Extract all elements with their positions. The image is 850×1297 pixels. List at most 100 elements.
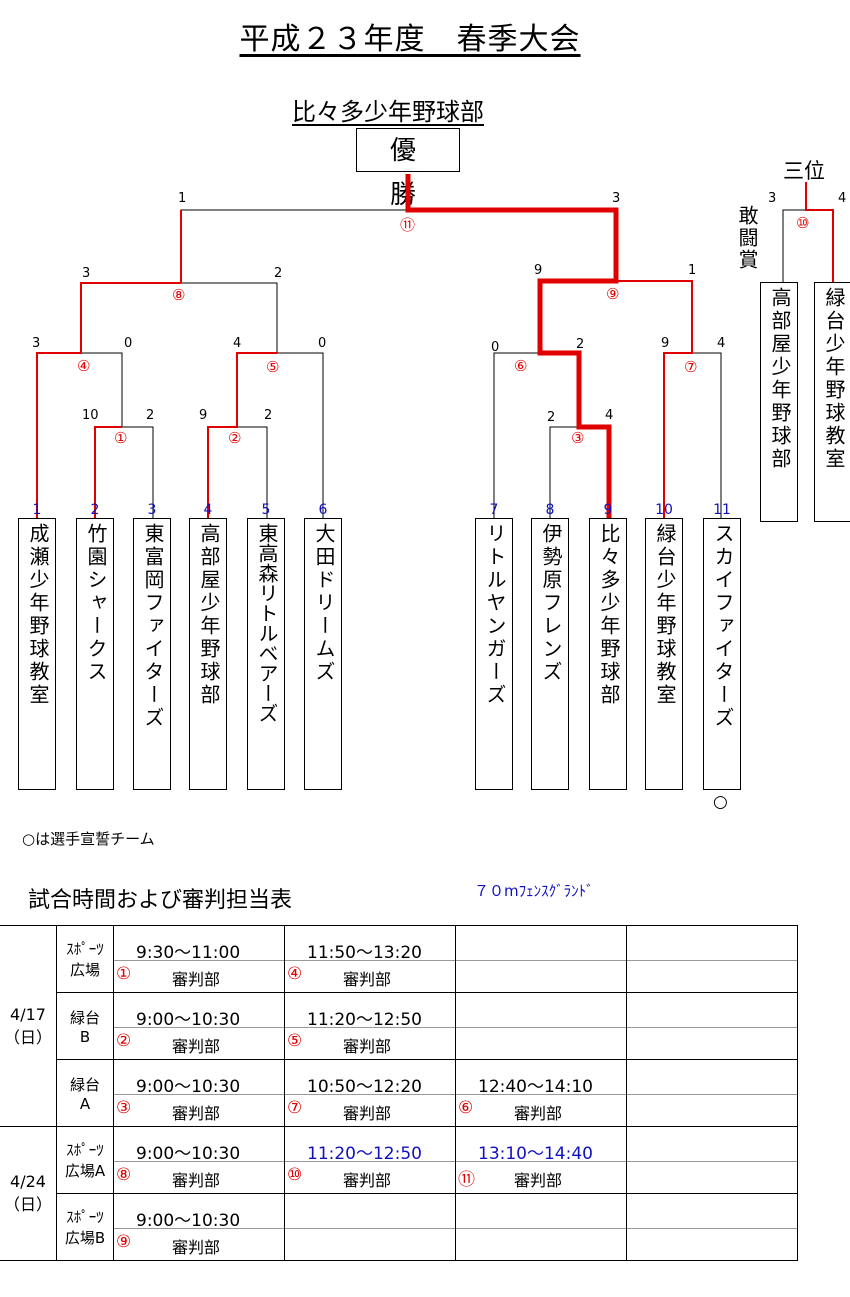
match-number: ⑪ bbox=[400, 216, 416, 234]
team-name: 緑台少年野球教室 bbox=[653, 523, 677, 707]
team-seed: 2 bbox=[90, 502, 100, 518]
slot-cell bbox=[626, 1193, 798, 1261]
team-box: 成瀬少年野球教室 bbox=[18, 518, 56, 790]
score-label: 3 bbox=[768, 191, 777, 206]
score-label: 1 bbox=[688, 263, 697, 278]
score-label: 2 bbox=[264, 408, 273, 423]
team-box: スカイファイターズ bbox=[703, 518, 741, 790]
score-label: 9 bbox=[534, 263, 543, 278]
slot-cell bbox=[284, 1193, 456, 1261]
third-place-team-box: 高部屋少年野球部 bbox=[760, 282, 798, 522]
score-label: 2 bbox=[274, 266, 283, 281]
team-seed: 9 bbox=[603, 502, 613, 518]
score-label: 10 bbox=[82, 408, 99, 423]
score-label: 2 bbox=[146, 408, 155, 423]
date-cell: 4/24 （日） bbox=[0, 1126, 57, 1261]
venue-cell: ｽﾎﾟｰﾂ 広場A bbox=[56, 1126, 114, 1194]
match-number: ⑥ bbox=[514, 357, 528, 375]
score-label: 1 bbox=[178, 191, 187, 206]
team-seed: 5 bbox=[261, 502, 271, 518]
score-label: 9 bbox=[661, 336, 670, 351]
team-name: 高部屋少年野球部 bbox=[768, 287, 792, 471]
match-number: ③ bbox=[571, 429, 585, 447]
host-team: 比々多少年野球部 bbox=[292, 98, 484, 126]
team-name: 東富岡ファイターズ bbox=[141, 523, 165, 730]
date-cell: 4/17 （日） bbox=[0, 925, 57, 1127]
score-label: 0 bbox=[124, 336, 133, 351]
champion-box: 優 勝 bbox=[356, 128, 460, 210]
match-number: ② bbox=[228, 429, 242, 447]
team-seed: 8 bbox=[545, 502, 555, 518]
team-box: 東高森リトルベアーズ bbox=[247, 518, 285, 790]
score-label: 0 bbox=[491, 340, 500, 355]
team-box: 比々多少年野球部 bbox=[589, 518, 627, 790]
team-box: 東富岡ファイターズ bbox=[133, 518, 171, 790]
oath-mark: ○ bbox=[713, 792, 728, 812]
score-label: 3 bbox=[82, 266, 91, 281]
team-name: 比々多少年野球部 bbox=[597, 523, 621, 707]
team-seed: 6 bbox=[318, 502, 328, 518]
bracket-lines bbox=[36, 174, 834, 518]
team-seed: 3 bbox=[147, 502, 157, 518]
venue-cell: 緑台 B bbox=[56, 992, 114, 1060]
match-number: ① bbox=[114, 429, 128, 447]
match-number: ④ bbox=[77, 357, 91, 375]
venue-cell: ｽﾎﾟｰﾂ 広場 bbox=[56, 925, 114, 993]
team-name: 伊勢原フレンズ bbox=[539, 523, 563, 684]
team-seed: 4 bbox=[203, 502, 213, 518]
score-label: 9 bbox=[199, 408, 208, 423]
match-number: ⑧ bbox=[172, 286, 186, 304]
slot-cell bbox=[626, 992, 798, 1060]
score-label: 0 bbox=[318, 336, 327, 351]
score-label: 4 bbox=[233, 336, 242, 351]
team-name: 大田ドリームズ bbox=[312, 523, 336, 684]
team-name: 高部屋少年野球部 bbox=[197, 523, 221, 707]
third-place-team-box: 緑台少年野球教室 bbox=[814, 282, 850, 522]
team-name: 竹園シャークス bbox=[84, 523, 108, 684]
team-seed: 11 bbox=[713, 502, 731, 518]
slot-cell bbox=[626, 1126, 798, 1194]
match-number: ⑤ bbox=[266, 358, 280, 376]
team-name: 緑台少年野球教室 bbox=[822, 287, 846, 471]
team-seed: 1 bbox=[32, 502, 42, 518]
fighting-spirit-label: 敢闘賞 bbox=[735, 205, 759, 271]
field-note: ７０mﾌｪﾝｽｸﾞﾗﾝﾄﾞ bbox=[474, 882, 594, 900]
team-box: 緑台少年野球教室 bbox=[645, 518, 683, 790]
match-number: ⑦ bbox=[684, 358, 698, 376]
schedule-title: 試合時間および審判担当表 bbox=[28, 888, 293, 913]
page-title: 平成２３年度 春季大会 bbox=[239, 22, 581, 57]
team-box: 伊勢原フレンズ bbox=[531, 518, 569, 790]
team-name: 東高森リトルベアーズ bbox=[255, 523, 279, 723]
slot-cell bbox=[626, 1059, 798, 1127]
third-place-label: 三位 bbox=[783, 159, 825, 183]
venue-cell: 緑台 A bbox=[56, 1059, 114, 1127]
team-seed: 7 bbox=[489, 502, 499, 518]
team-name: リトルヤンガーズ bbox=[483, 523, 507, 707]
team-name: 成瀬少年野球教室 bbox=[26, 523, 50, 707]
score-label: 4 bbox=[605, 408, 614, 423]
score-label: 4 bbox=[838, 191, 847, 206]
team-box: 高部屋少年野球部 bbox=[189, 518, 227, 790]
team-seed: 10 bbox=[655, 502, 673, 518]
score-label: 3 bbox=[32, 336, 41, 351]
slot-cell bbox=[626, 925, 798, 993]
score-label: 2 bbox=[547, 410, 556, 425]
score-label: 3 bbox=[612, 191, 621, 206]
slot-cell bbox=[455, 925, 627, 993]
